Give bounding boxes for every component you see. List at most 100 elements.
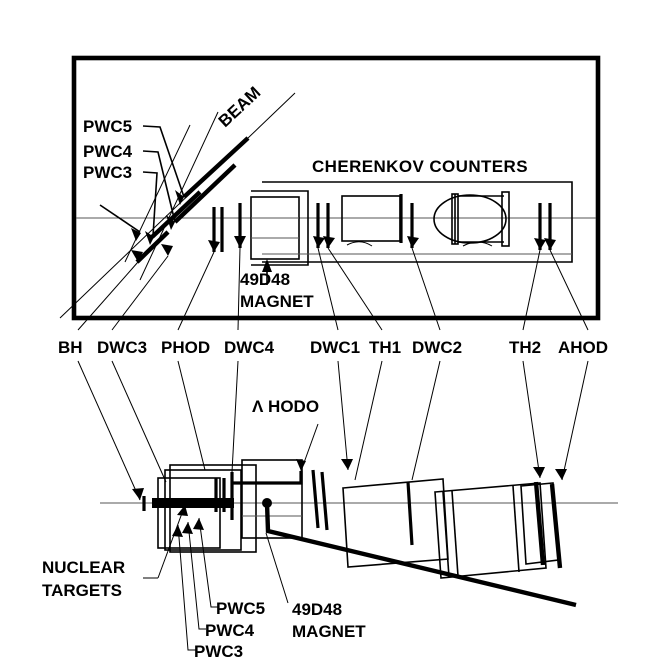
top-panel-border xyxy=(71,55,601,321)
cherenkov-counter-1 xyxy=(341,194,403,247)
pwc4-label-top: PWC4 xyxy=(83,142,133,161)
phod-leader-bottom xyxy=(177,360,206,471)
pwc3-leader-bottom xyxy=(177,524,196,651)
label-dwc1: DWC1 xyxy=(310,338,360,357)
pwc3-frame-bottom xyxy=(157,477,221,549)
pwc4-arrowhead-bottom xyxy=(182,522,193,534)
label-ahod: AHOD xyxy=(558,338,608,357)
dwc4-leader-bottom xyxy=(231,360,239,473)
ahod-leader-bottom xyxy=(561,360,589,481)
cherenkov-1-pmt xyxy=(346,241,373,247)
beam-label: BEAM xyxy=(215,83,265,131)
lambda-hodoscope: Λ HODO xyxy=(233,397,319,539)
dwc1-arrowhead-bottom xyxy=(341,459,353,470)
dwc1-leader-bottom xyxy=(337,360,349,471)
dwc2-plane-bottom xyxy=(406,481,414,546)
ahod-arrowhead-bottom xyxy=(555,469,567,480)
target-station xyxy=(142,464,257,553)
label-dwc2: DWC2 xyxy=(412,338,462,357)
dwc1-plane-bottom xyxy=(311,469,320,529)
bh-leader-top xyxy=(77,261,139,331)
dwc3-leader-bottom xyxy=(111,360,167,483)
top-pwc-chambers xyxy=(135,136,250,264)
pwc5-leader xyxy=(142,125,185,198)
th1-plane-bottom xyxy=(320,471,329,531)
dwc4-leader-top xyxy=(237,247,241,331)
bottom-pwc-callouts: PWC5 PWC4 PWC3 xyxy=(172,517,265,659)
downstream-detectors-bottom xyxy=(311,469,563,579)
th1-leader-bottom xyxy=(354,360,383,481)
pwc5-bar-top xyxy=(182,136,250,199)
ahod-arrowhead-top xyxy=(544,238,556,250)
cherenkov-2-pmt xyxy=(462,241,493,247)
top-panel: BEAM xyxy=(59,55,601,331)
target-arrowhead-top xyxy=(131,228,141,241)
top-pwc-arrowheads xyxy=(131,190,184,245)
lambda-hodo-arrowhead xyxy=(296,459,306,471)
cherenkov-2-flange-right xyxy=(501,191,510,247)
label-th1: TH1 xyxy=(369,338,401,357)
magnet-arrowhead-top xyxy=(262,259,272,272)
lambda-hodo-paddle xyxy=(233,471,303,485)
pwc4-frame-bottom xyxy=(164,469,242,551)
pwc3-arrowhead xyxy=(145,231,154,245)
dwc1-arrowhead-top xyxy=(313,236,325,248)
label-th2: TH2 xyxy=(509,338,541,357)
ahod-leader-top xyxy=(549,249,589,331)
pwc4-bar-top xyxy=(173,163,237,224)
th1-leader-top xyxy=(327,247,383,331)
pwc3-arrowhead-bottom xyxy=(172,525,183,537)
nuclear-targets-leader xyxy=(157,504,186,579)
label-bh: BH xyxy=(58,338,83,357)
top-pwc-leaders xyxy=(99,125,185,237)
dwc3-arrowhead-top xyxy=(161,244,173,256)
top-to-label-leaders xyxy=(77,247,589,331)
dwc4-arrowhead-top xyxy=(234,236,246,248)
label-to-bottom-leaders xyxy=(77,360,589,501)
bh-leader-bottom xyxy=(77,360,141,501)
nuclear-targets-arrowhead xyxy=(177,505,188,516)
top-leader-arrowheads xyxy=(131,236,556,262)
label-dwc3: DWC3 xyxy=(97,338,147,357)
th2-leader-top xyxy=(522,249,541,331)
cherenkov-2-vessel xyxy=(433,194,507,244)
label-phod: PHOD xyxy=(161,338,210,357)
dwc3-leader-top xyxy=(111,255,169,331)
cherenkov-counters-title: CHERENKOV COUNTERS xyxy=(312,157,528,176)
pwc3-label-top: PWC3 xyxy=(83,163,132,182)
pwc5-leader-bottom xyxy=(198,517,218,608)
bh-arrowhead-bottom xyxy=(132,488,144,500)
magnet-label-bottom-line1: 49D48 xyxy=(292,600,342,619)
magnet-label-top-line2: MAGNET xyxy=(240,292,314,311)
pwc4-label-bottom: PWC4 xyxy=(205,621,255,640)
pwc3-label-bottom: PWC3 xyxy=(194,642,243,659)
label-dwc4: DWC4 xyxy=(224,338,275,357)
dwc2-leader-top xyxy=(411,247,441,331)
magnet-body-top xyxy=(250,196,300,260)
magnet-49d48-top xyxy=(250,190,309,266)
target-bar-top xyxy=(135,230,170,264)
cherenkov-2-flange-left xyxy=(451,193,459,245)
bottom-panel: Λ HODO 49D48 MAGNET xyxy=(42,360,618,659)
ahod-plane-bottom xyxy=(549,483,563,569)
magnet-leader-bottom xyxy=(265,532,289,604)
magnet-yoke-top xyxy=(251,190,309,266)
bottom-leader-arrowheads xyxy=(132,459,567,500)
cherenkov-2-window-bottom-b xyxy=(451,490,459,577)
th2-leader-bottom xyxy=(522,360,541,479)
pwc4-arrowhead xyxy=(166,215,175,230)
phod-leader-top xyxy=(177,251,215,331)
th1-arrowhead-top xyxy=(323,236,335,248)
nuclear-targets-label-line2: TARGETS xyxy=(42,581,122,600)
lambda-hodo-box xyxy=(241,459,303,539)
dwc2-arrowhead-top xyxy=(407,236,419,248)
pwc3-bar-top xyxy=(150,190,202,239)
bh-arrowhead-top xyxy=(131,250,143,262)
dwc1-leader-top xyxy=(317,247,339,331)
magnet-label-bottom-line2: MAGNET xyxy=(292,622,366,641)
phod-arrowhead-top xyxy=(208,240,220,252)
pwc5-label-top: PWC5 xyxy=(83,117,132,136)
target-leader-top xyxy=(99,204,141,233)
